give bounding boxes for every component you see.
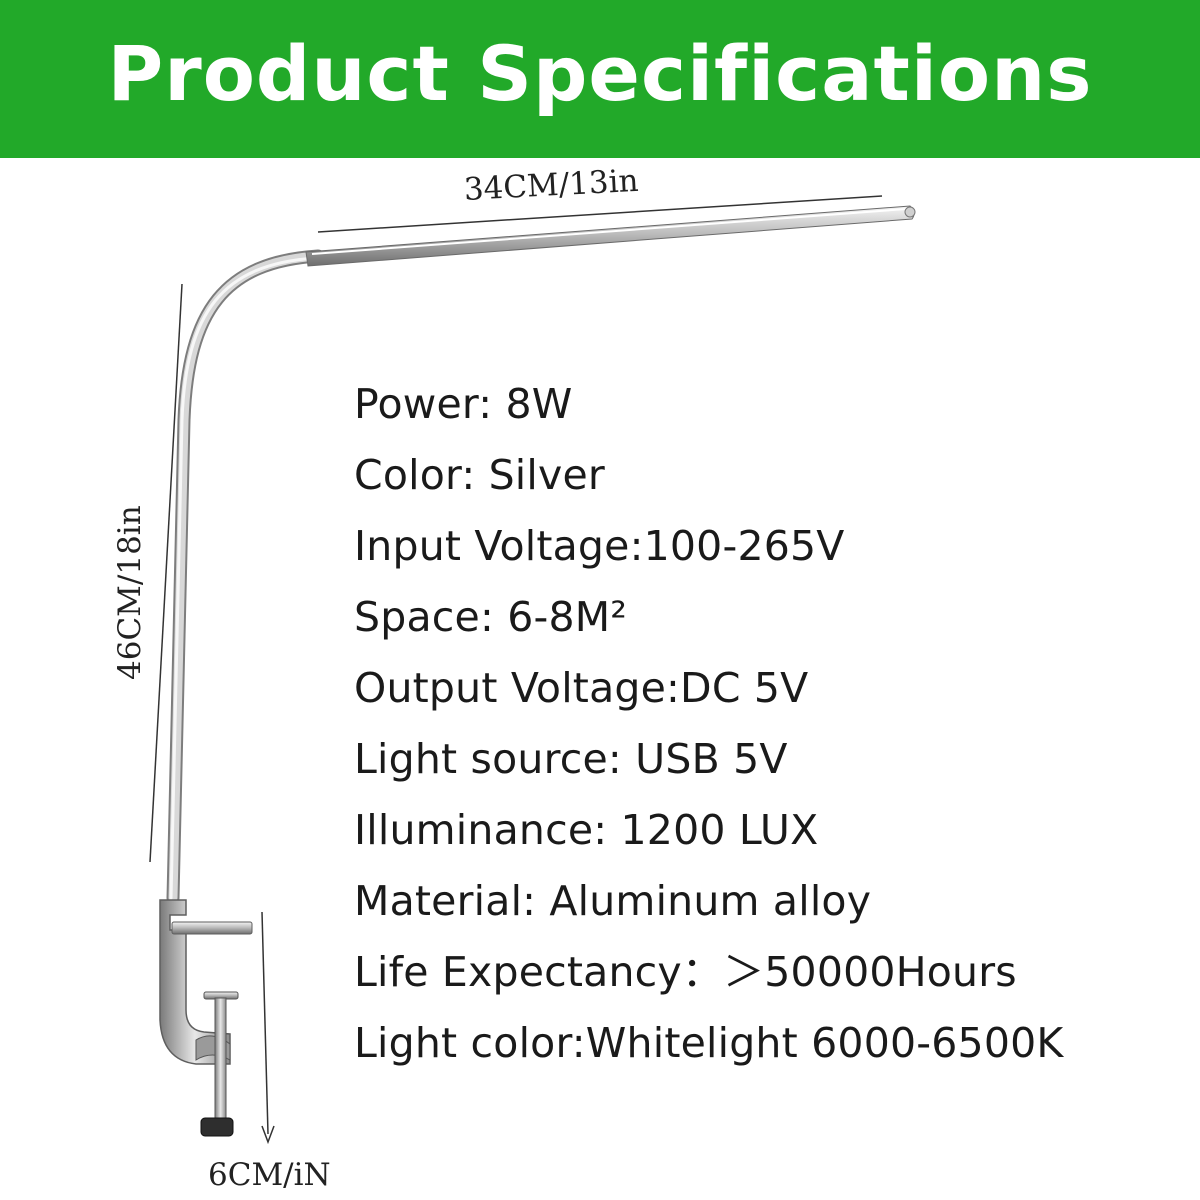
clamp-screw-rod xyxy=(214,997,227,1119)
clamp-dimension-label: 6CM/iN xyxy=(208,1157,331,1193)
title-banner: Product Specifications xyxy=(0,0,1200,158)
spec-output-voltage: Output Voltage:DC 5V xyxy=(354,664,809,712)
gooseneck xyxy=(168,251,323,903)
clamp-dimension-line xyxy=(261,911,269,1135)
spec-illuminance: Illuminance: 1200 LUX xyxy=(354,806,819,854)
gooseneck-highlight xyxy=(169,256,318,900)
spec-material: Material: Aluminum alloy xyxy=(354,877,872,925)
lamp-head-highlight xyxy=(311,208,907,255)
spec-list: Power: 8W Color: Silver Input Voltage:10… xyxy=(354,376,1064,1086)
clamp-top-arm xyxy=(171,921,253,935)
height-dimension-line xyxy=(149,283,183,863)
clamp-screw-knob xyxy=(200,1117,234,1137)
spec-color: Color: Silver xyxy=(354,451,605,499)
lamp-head-cap xyxy=(904,206,916,218)
banner-title: Product Specifications xyxy=(107,28,1093,118)
spec-life-expectancy: Life Expectancy：＞50000Hours xyxy=(354,948,1017,996)
spec-light-color: Light color:Whitelight 6000-6500K xyxy=(354,1019,1064,1067)
spec-power: Power: 8W xyxy=(354,380,573,428)
width-dimension-line xyxy=(317,195,883,233)
spec-space: Space: 6-8M² xyxy=(354,593,627,641)
clamp-body xyxy=(159,899,231,1065)
spec-input-voltage: Input Voltage:100-265V xyxy=(354,522,845,570)
height-dimension-label: 46CM/18in xyxy=(112,505,148,680)
clamp-dimension-arrow xyxy=(261,1125,275,1145)
spec-light-source: Light source: USB 5V xyxy=(354,735,788,783)
